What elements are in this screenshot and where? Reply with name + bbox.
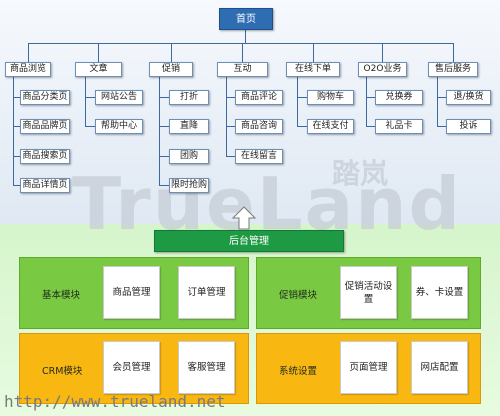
node-flash-sale: 限时抢购 — [169, 178, 209, 193]
connector-spine-1 — [85, 77, 86, 127]
connector-branch-1-0 — [85, 97, 95, 98]
connector-branch-4-0 — [297, 97, 307, 98]
card-store-config: 网店配置 — [411, 341, 468, 394]
connector-spine-5 — [366, 77, 367, 127]
connector-bus — [28, 43, 454, 44]
connector-branch-1-1 — [85, 126, 95, 127]
connector-home-down — [245, 30, 246, 43]
card-customer-service: 客服管理 — [178, 341, 235, 394]
node-brand-page: 商品品牌页 — [20, 119, 70, 134]
category-o2o: O2O业务 — [358, 62, 407, 77]
node-detail-page: 商品详情页 — [20, 178, 70, 193]
node-help-center: 帮助中心 — [95, 119, 143, 134]
connector-category-6 — [453, 43, 454, 62]
watermark-logo-cjk: 踏岚 — [332, 157, 389, 190]
panel-basic-label: 基本模块 — [42, 290, 81, 301]
watermark-url: http://www.trueland.net — [4, 392, 226, 411]
connector-branch-6-1 — [437, 126, 446, 127]
connector-branch-0-0 — [13, 97, 20, 98]
node-online-message: 在线留言 — [235, 149, 283, 164]
connector-spine-3 — [226, 77, 227, 157]
node-product-inquiry: 商品咨询 — [235, 119, 283, 134]
connector-category-4 — [313, 43, 314, 62]
node-category-page: 商品分类页 — [20, 90, 70, 105]
connector-spine-6 — [437, 77, 438, 127]
card-product-management: 商品管理 — [103, 266, 160, 319]
connector-branch-3-1 — [226, 126, 235, 127]
node-price-cut: 直降 — [169, 119, 209, 134]
node-gift-card: 礼品卡 — [375, 119, 423, 134]
connector-category-2 — [171, 43, 172, 62]
card-promotion-settings: 促销活动设置 — [340, 266, 397, 319]
node-group-buy: 团购 — [169, 149, 209, 164]
card-coupon-settings: 券、卡设置 — [411, 266, 468, 319]
connector-branch-5-0 — [366, 97, 375, 98]
node-complaint: 投诉 — [446, 119, 491, 134]
node-return-exchange: 退/换货 — [446, 90, 491, 105]
node-product-reviews: 商品评论 — [235, 90, 283, 105]
connector-spine-4 — [297, 77, 298, 127]
backend-node: 后台管理 — [154, 230, 344, 252]
connector-branch-2-3 — [159, 185, 169, 186]
card-page-management: 页面管理 — [340, 341, 397, 394]
node-announcements: 网站公告 — [95, 90, 143, 105]
panel-crm-label: CRM模块 — [42, 366, 83, 377]
node-online-payment: 在线支付 — [307, 119, 354, 134]
panel-system-label: 系统设置 — [279, 366, 318, 377]
category-order: 在线下单 — [286, 62, 340, 77]
connector-branch-0-1 — [13, 126, 20, 127]
connector-branch-0-3 — [13, 185, 20, 186]
frontend-area — [0, 0, 500, 228]
connector-category-1 — [98, 43, 99, 62]
connector-branch-3-2 — [226, 156, 235, 157]
connector-branch-5-1 — [366, 126, 375, 127]
connector-category-3 — [242, 43, 243, 62]
connector-branch-6-0 — [437, 97, 446, 98]
node-discount: 打折 — [169, 90, 209, 105]
card-member-management: 会员管理 — [103, 341, 160, 394]
connector-branch-0-2 — [13, 156, 20, 157]
category-after-sales: 售后服务 — [428, 62, 478, 77]
card-order-management: 订单管理 — [178, 266, 235, 319]
connector-branch-3-0 — [226, 97, 235, 98]
connector-category-5 — [382, 43, 383, 62]
connector-spine-0 — [13, 77, 14, 186]
connector-branch-2-0 — [159, 97, 169, 98]
node-search-page: 商品搜索页 — [20, 149, 70, 164]
connector-spine-2 — [159, 77, 160, 186]
category-interaction: 互动 — [217, 62, 268, 77]
category-articles: 文章 — [75, 62, 122, 77]
node-shopping-cart: 购物车 — [307, 90, 354, 105]
home-node: 首页 — [219, 8, 273, 30]
arrow-up-icon — [232, 206, 256, 230]
connector-branch-2-1 — [159, 126, 169, 127]
connector-branch-4-1 — [297, 126, 307, 127]
connector-category-0 — [28, 43, 29, 62]
panel-promo-label: 促销模块 — [279, 290, 318, 301]
category-browse: 商品浏览 — [5, 62, 51, 77]
node-voucher: 兑换券 — [375, 90, 423, 105]
connector-branch-2-2 — [159, 156, 169, 157]
category-promotion: 促销 — [149, 62, 193, 77]
